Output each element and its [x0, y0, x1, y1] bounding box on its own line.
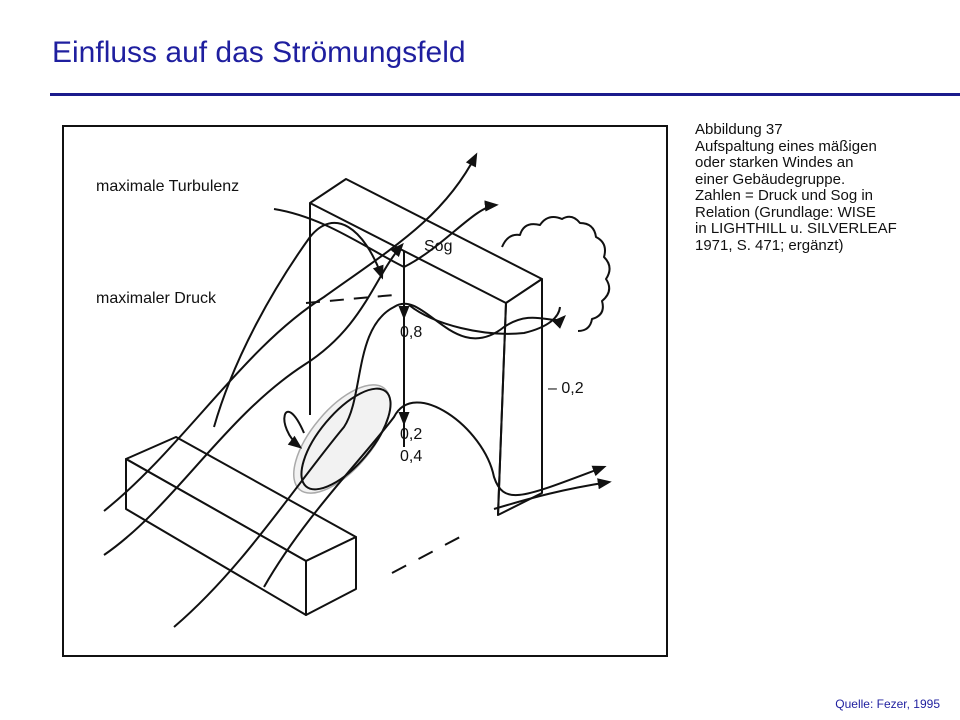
source-credit: Quelle: Fezer, 1995	[835, 697, 940, 711]
wind-flow-figure: maximale Turbulenz maximaler Druck Sog 0…	[62, 125, 668, 657]
caption-line: Relation (Grundlage: WISE	[695, 203, 876, 221]
pressure-line	[305, 294, 395, 304]
figure-caption: Abbildung 37 Aufspaltung eines mäßigen o…	[695, 121, 950, 254]
value-0-2: 0,2	[400, 426, 422, 443]
wind-streamlines	[103, 152, 612, 628]
flow-diagram: maximale Turbulenz maximaler Druck Sog 0…	[96, 152, 612, 628]
title-divider	[50, 93, 960, 96]
caption-line: Zahlen = Druck und Sog in	[695, 187, 874, 204]
caption-line: in LIGHTHILL u. SILVERLEAF	[695, 220, 897, 237]
label-max-pressure: maximaler Druck	[96, 290, 217, 307]
label-suction: Sog	[424, 238, 452, 255]
tree-crown	[501, 215, 611, 332]
slide-title: Einfluss auf das Strömungsfeld	[52, 36, 466, 69]
caption-line: Aufspaltung eines mäßigen	[695, 137, 877, 155]
value-0-4: 0,4	[400, 448, 422, 465]
caption-line: Abbildung 37	[695, 121, 783, 138]
ground-dash	[391, 536, 461, 574]
low-building	[125, 436, 357, 616]
caption-line: einer Gebäudegruppe.	[695, 170, 846, 188]
tall-building	[309, 178, 543, 516]
caption-line: 1971, S. 471; ergänzt)	[695, 236, 844, 254]
label-max-turbulence: maximale Turbulenz	[96, 178, 239, 195]
leeward-eddy	[293, 384, 392, 494]
value-0-8: 0,8	[400, 324, 422, 341]
caption-line: oder starken Windes an	[695, 154, 854, 171]
value-minus-0-2: – 0,2	[548, 380, 584, 397]
